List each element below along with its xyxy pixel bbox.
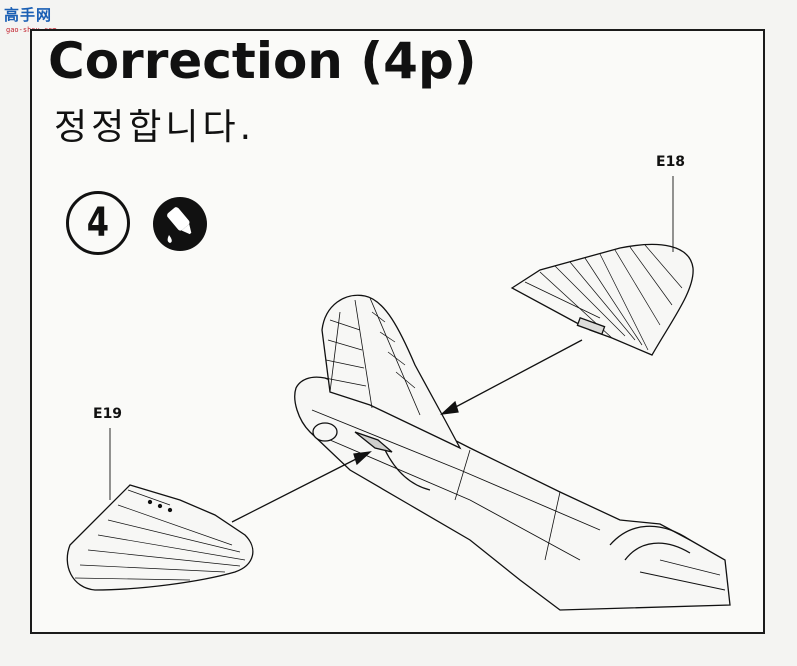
vertical-fin	[321, 294, 462, 450]
glue-bottle-icon	[153, 197, 207, 251]
stabilizer-e18	[510, 243, 694, 356]
fuselage	[294, 376, 731, 611]
step-number: 4	[86, 200, 110, 246]
step-number-badge: 4	[66, 191, 130, 255]
watermark-logo-text: 高手网	[4, 6, 53, 24]
part-label-e18: E18	[656, 154, 686, 170]
part-label-e19: E19	[93, 406, 123, 422]
page-subtitle: 정정합니다.	[54, 107, 256, 148]
assembly-arrows	[231, 339, 583, 523]
leader-lines	[109, 176, 674, 500]
stabilizer-e19	[66, 484, 254, 591]
page-title: Correction (4p)	[48, 32, 477, 90]
